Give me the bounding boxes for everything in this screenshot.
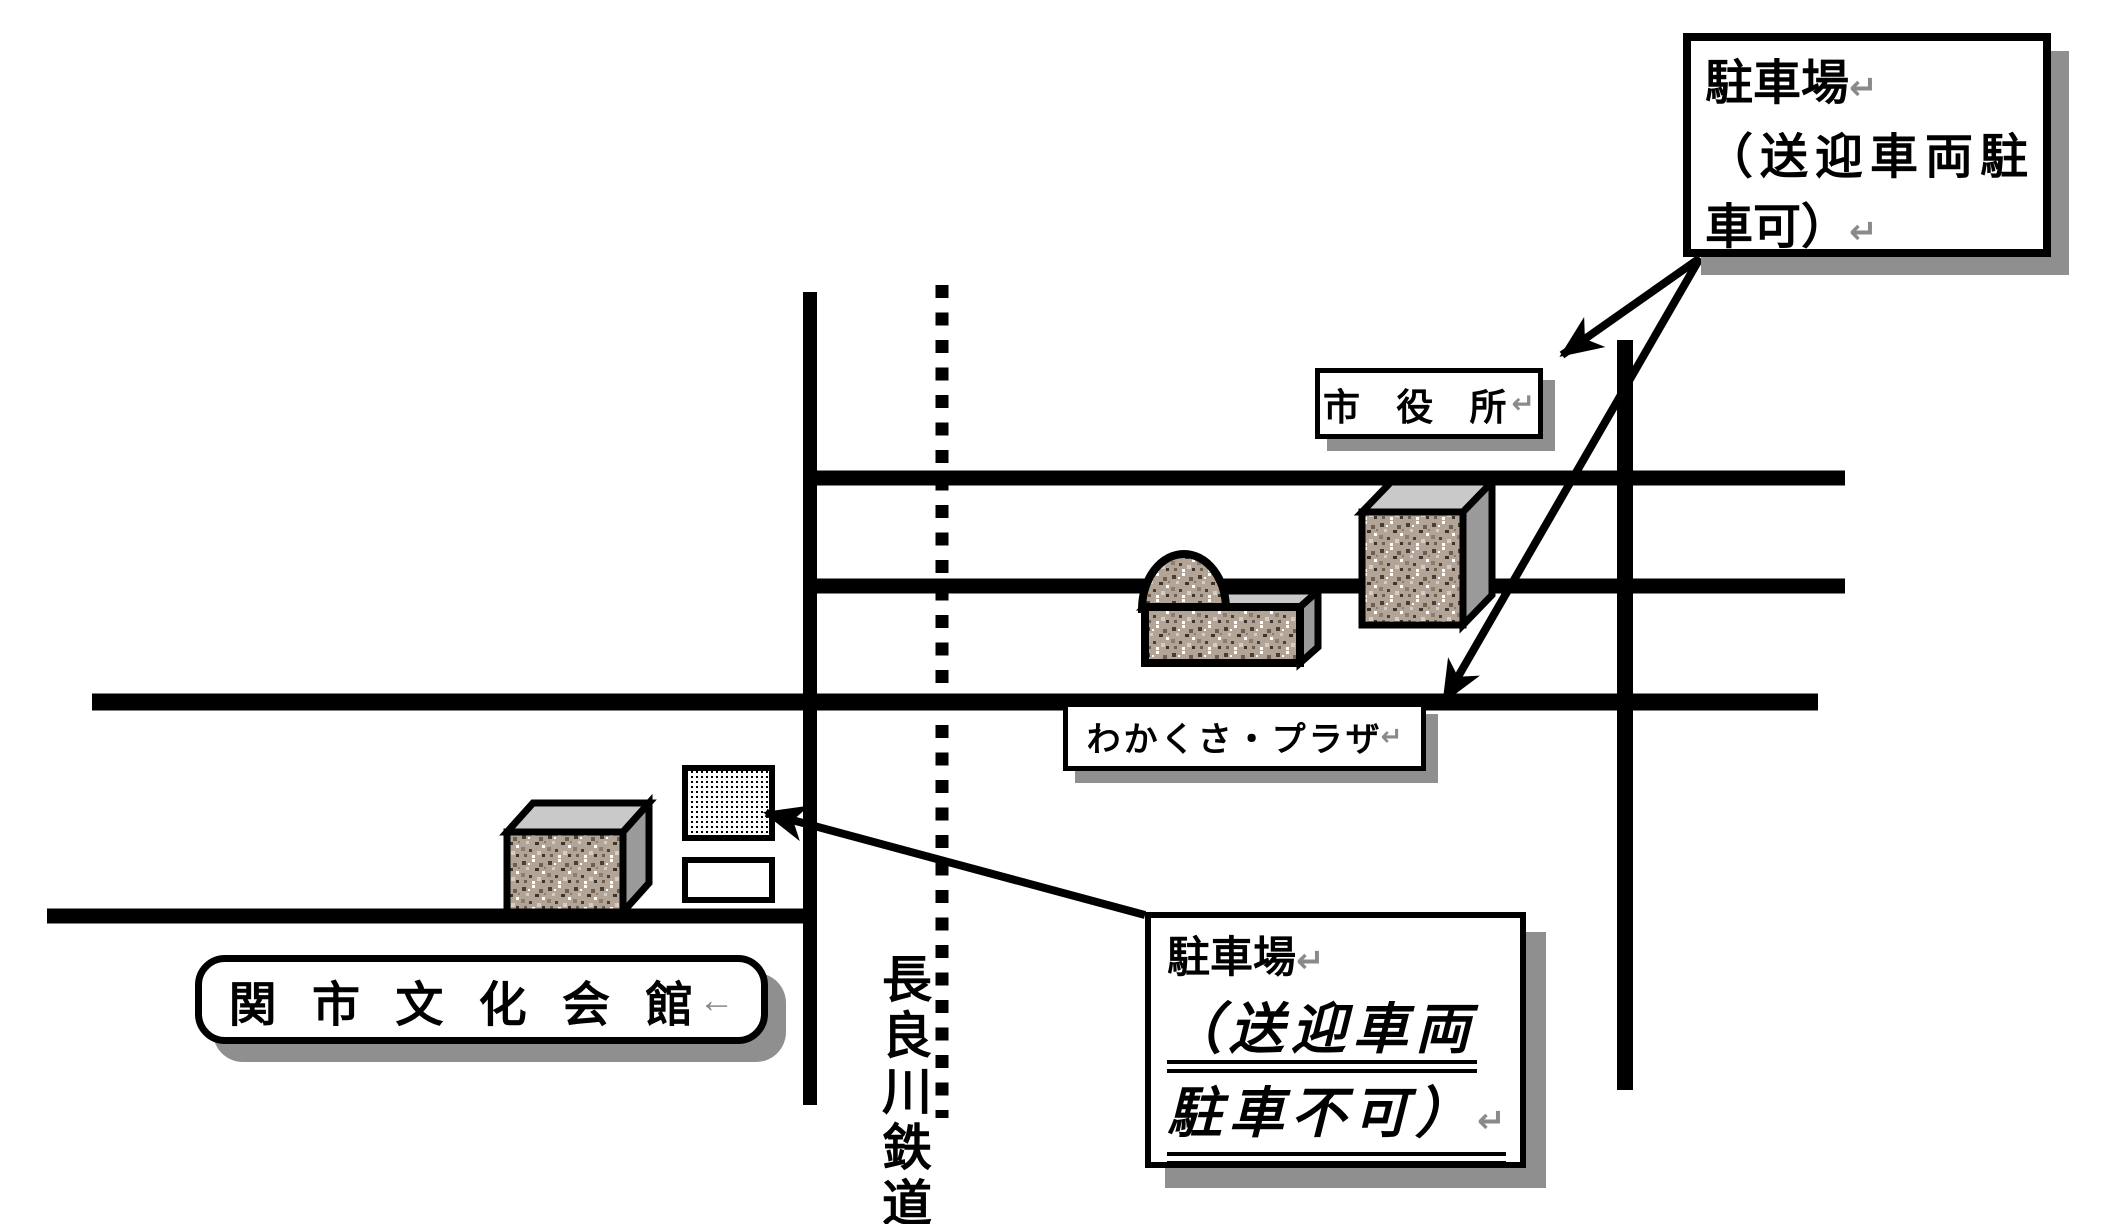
return-mark-icon: ↵	[1849, 69, 1878, 107]
callout-text: （送迎車両	[1167, 998, 1478, 1073]
parking-lot-white-rectangle	[682, 857, 775, 903]
callout-text: 駐車不可）	[1167, 1082, 1478, 1144]
building-wakakusa-plaza	[1135, 550, 1328, 671]
culture-hall-label: 関 市 文 化 会 館	[228, 978, 705, 1032]
return-mark-icon: ↵	[1849, 213, 1878, 251]
road-network	[47, 292, 1845, 1105]
callout-text: 駐車場	[1705, 57, 1850, 110]
return-mark-icon: ↵	[1511, 388, 1536, 419]
parking-forbidden-callout: 駐車場↵ （送迎車両 駐車不可）↵	[1145, 912, 1526, 1168]
left-arrow-mark-icon: ←	[698, 978, 735, 1020]
callout-text: 車可）	[1705, 201, 1850, 254]
callout-line: （送迎車両	[1167, 989, 1520, 1073]
callout-line: （送迎車両駐	[1705, 131, 2036, 184]
arrow-to-city-hall-parking	[1559, 254, 1703, 359]
return-mark-icon: ↵	[1296, 942, 1325, 980]
railway-label: 長良川鉄道	[882, 952, 932, 1224]
return-mark-icon: ↵	[1477, 1102, 1506, 1140]
callout-line: 駐車不可）↵	[1167, 1073, 1520, 1165]
building-culture-hall	[499, 793, 657, 922]
callout-line: 車可）↵	[1705, 193, 2043, 267]
arrow-to-culture-hall-parking	[762, 805, 1147, 919]
return-mark-icon: ↵	[1380, 721, 1403, 751]
city-hall-label-box: 市 役 所↵	[1315, 368, 1543, 439]
building-city-hall	[1353, 473, 1501, 634]
callout-text: 駐車場	[1167, 934, 1296, 982]
callout-line: 駐車場↵	[1705, 49, 2043, 123]
building-dome	[1137, 550, 1231, 613]
parking-allowed-callout: 駐車場↵ （送迎車両駐 車可）↵	[1683, 33, 2051, 257]
parking-lot-hatched-square	[682, 765, 775, 841]
city-hall-label: 市 役 所	[1322, 386, 1520, 428]
culture-hall-label-box: 関 市 文 化 会 館←	[195, 955, 768, 1044]
wakakusa-plaza-label: わかくさ・プラザ	[1086, 721, 1383, 759]
callout-line: 駐車場↵	[1167, 930, 1520, 989]
arrow-to-wakakusa-parking	[1440, 255, 1704, 704]
wakakusa-plaza-label-box: わかくさ・プラザ↵	[1063, 702, 1426, 771]
callout-arrows	[762, 254, 1704, 919]
